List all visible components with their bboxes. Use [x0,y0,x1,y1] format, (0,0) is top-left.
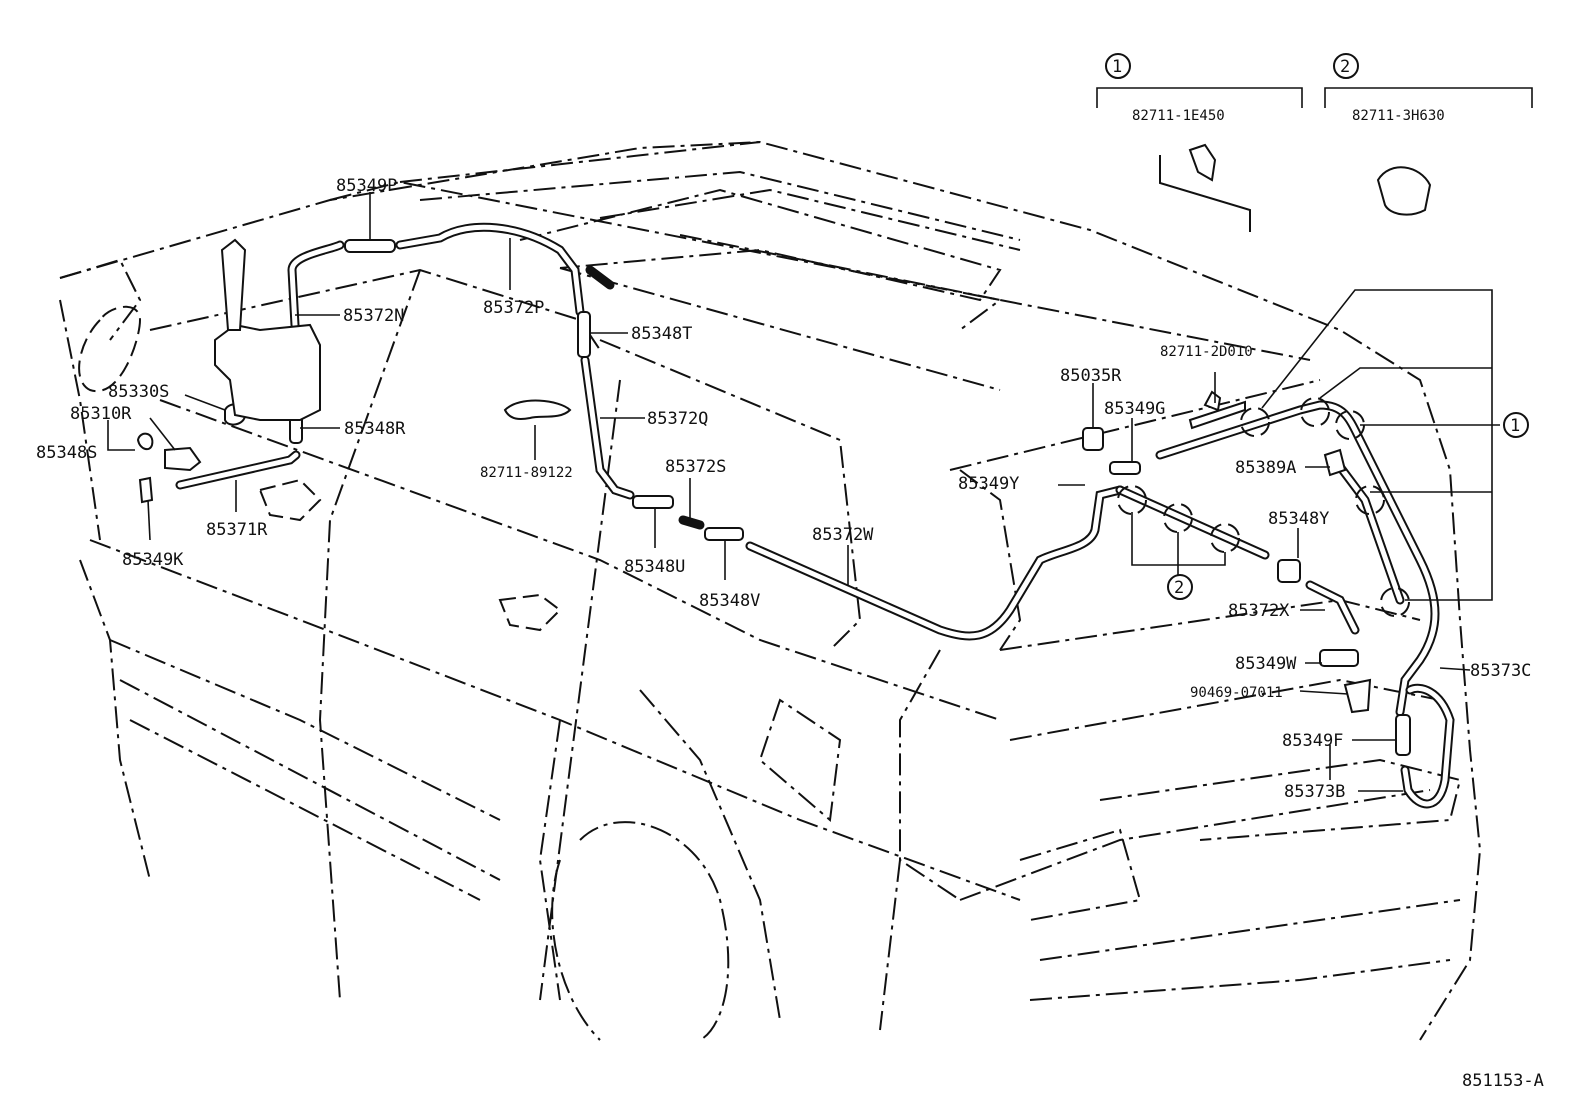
nozzle-85035R-shape [1082,427,1104,451]
label-85348V: 85348V [699,591,760,611]
legend-clip-1-shape [1159,155,1251,232]
fitting-85348U-shape [632,495,674,509]
label-85348T: 85348T [631,324,692,344]
legend-callout-2-number: 2 [1340,57,1350,77]
label-82711-89122: 82711-89122 [480,465,573,481]
legend: 1 2 82711-1E450 82711-3H630 [1105,53,1445,124]
label-85372P: 85372P [483,298,544,318]
label-85330S: 85330S [108,382,169,402]
label-85348S: 85348S [36,443,97,463]
tank-inlet-shape [220,238,247,331]
label-85389A: 85389A [1235,458,1296,478]
clip-82711-2D010-shape [1188,400,1246,430]
label-85310R: 85310R [70,404,132,424]
label-85348U: 85348U [624,557,685,577]
pump-85310R-shape [164,446,202,472]
fitting-85349G-shape [1109,461,1141,475]
label-85348R: 85348R [344,419,406,439]
legend-callout-1-circle [1105,53,1131,79]
fitting-85348T-shape [577,311,591,358]
washer-tank-shape [214,323,321,421]
callouts: 1 2 [1167,412,1529,600]
fitting-85349P-shape [344,239,396,253]
callout-2-number: 2 [1174,578,1184,598]
elbow-85349K-shape [138,476,154,504]
label-85348Y: 85348Y [1268,509,1329,529]
label-85372Q: 85372Q [647,409,708,429]
fitting-85349W-shape [1319,649,1359,667]
label-85372S: 85372S [665,457,726,477]
label-85372X: 85372X [1228,601,1290,621]
label-85349Y: 85349Y [958,474,1019,494]
hose-routing [175,222,1455,809]
part-labels: 85349P 85372N 85372P 85348T 85330S 85310… [36,176,1531,802]
label-82711-2D010: 82711-2D010 [1160,344,1253,360]
legend-part-2: 82711-3H630 [1352,108,1445,124]
label-85349F: 85349F [1282,731,1343,751]
fitting-85348Y-shape [1277,559,1301,583]
fitting-85348V-shape [704,527,744,541]
label-85373B: 85373B [1284,782,1345,802]
label-85372N: 85372N [343,306,404,326]
legend-part-1: 82711-1E450 [1132,108,1225,124]
label-85349W: 85349W [1235,654,1297,674]
label-85349K: 85349K [122,550,184,570]
callout-1-number: 1 [1510,416,1520,436]
figure-code: 851153-A [1462,1071,1544,1091]
legend-callout-1-number: 1 [1112,57,1122,77]
label-90469-07011: 90469-07011 [1190,685,1283,701]
label-85035R: 85035R [1060,366,1122,386]
label-85373C: 85373C [1470,661,1531,681]
label-85371R: 85371R [206,520,268,540]
fittings [136,143,1432,756]
fitting-85349F-shape [1395,714,1411,756]
clamp-90469-shape [1343,678,1372,714]
legend-callout-2-circle [1333,53,1359,79]
label-85372W: 85372W [812,525,874,545]
label-85349G: 85349G [1104,399,1165,419]
leader-lines [107,87,1533,792]
clip-82711-89122-shape [503,399,572,420]
legend-clip-2-shape [1376,166,1432,216]
clip-85348S-shape [136,432,154,451]
label-85349P: 85349P [336,176,397,196]
vehicle-outline [59,140,1482,1041]
